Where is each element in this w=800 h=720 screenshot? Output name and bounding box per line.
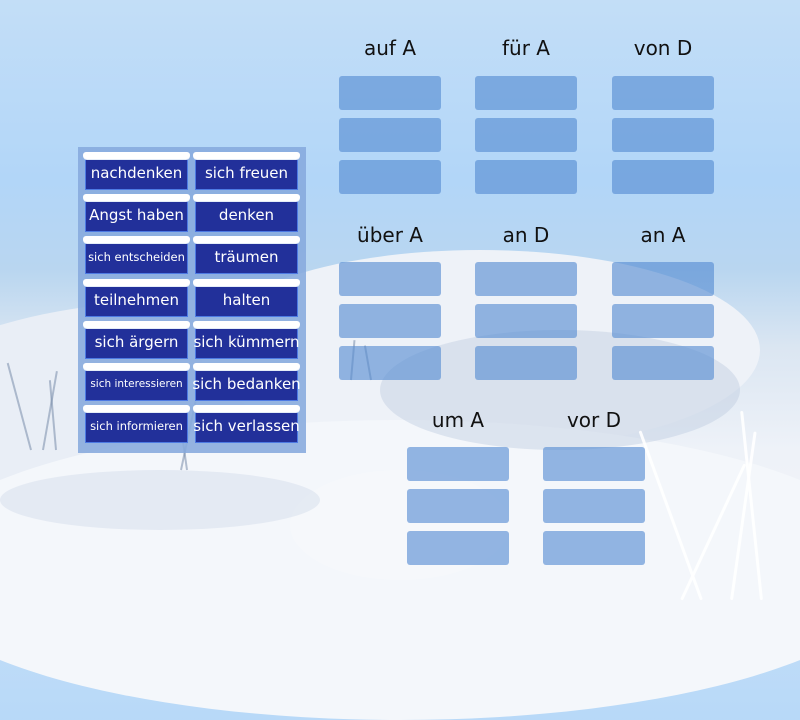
draggable-card[interactable]: Angst haben <box>83 194 190 233</box>
drop-slot[interactable] <box>475 262 577 296</box>
group-title: an A <box>640 223 686 247</box>
draggable-card[interactable]: sich verlassen <box>193 405 300 444</box>
drop-slot[interactable] <box>612 262 714 296</box>
drop-slot[interactable] <box>612 304 714 338</box>
drop-slot[interactable] <box>339 304 441 338</box>
group-title: an D <box>502 223 550 247</box>
drop-slot[interactable] <box>339 262 441 296</box>
drop-slot[interactable] <box>543 489 645 523</box>
draggable-card[interactable]: sich informieren <box>83 405 190 444</box>
group-title: um A <box>431 408 485 432</box>
draggable-card[interactable]: träumen <box>193 236 300 275</box>
draggable-card[interactable]: sich freuen <box>193 152 300 190</box>
group-title: von D <box>633 36 693 60</box>
drop-slot[interactable] <box>612 76 714 110</box>
drop-slot[interactable] <box>339 346 441 380</box>
drop-slot[interactable] <box>339 76 441 110</box>
drop-slot[interactable] <box>475 304 577 338</box>
group-title: über A <box>357 223 423 247</box>
group-title: auf A <box>363 36 416 60</box>
draggable-card[interactable]: sich ärgern <box>83 320 190 359</box>
draggable-card[interactable]: denken <box>193 194 300 233</box>
drop-slot[interactable] <box>543 447 645 481</box>
drop-slot[interactable] <box>475 160 577 194</box>
drop-slot[interactable] <box>407 489 509 523</box>
drop-slot[interactable] <box>339 118 441 152</box>
drop-slot[interactable] <box>612 118 714 152</box>
draggable-card[interactable]: sich kümmern <box>193 320 300 359</box>
drop-slot[interactable] <box>407 447 509 481</box>
draggable-card[interactable]: teilnehmen <box>83 278 190 317</box>
draggable-card[interactable]: sich bedanken <box>192 363 301 401</box>
group-title: vor D <box>566 408 622 432</box>
draggable-card[interactable]: sich entscheiden <box>83 236 190 275</box>
drop-slot[interactable] <box>612 346 714 380</box>
drop-slot[interactable] <box>543 531 645 565</box>
draggable-card[interactable]: sich interessieren <box>83 363 190 401</box>
drop-slot[interactable] <box>475 76 577 110</box>
draggable-card[interactable]: nachdenken <box>83 152 190 190</box>
drop-slot[interactable] <box>475 118 577 152</box>
drop-slot[interactable] <box>339 160 441 194</box>
drop-slot[interactable] <box>475 346 577 380</box>
drop-slot[interactable] <box>407 531 509 565</box>
draggable-card[interactable]: halten <box>193 278 300 317</box>
group-title: für A <box>502 36 550 60</box>
drop-slot[interactable] <box>612 160 714 194</box>
